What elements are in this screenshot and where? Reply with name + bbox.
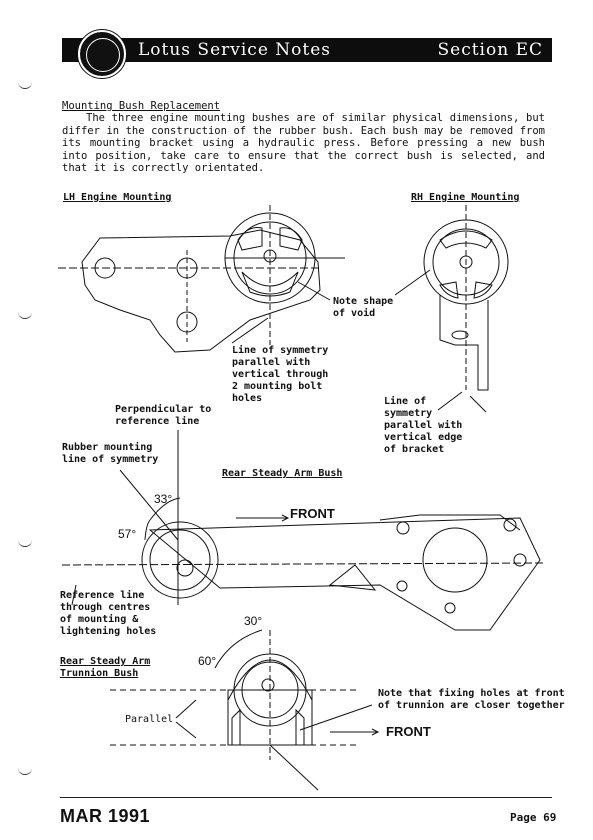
footer-rule	[60, 797, 552, 798]
binder-mark	[18, 82, 32, 89]
front-label-2: FRONT	[386, 724, 431, 739]
angle-60: 60°	[198, 654, 217, 668]
angle-30: 30°	[244, 614, 263, 628]
rh-engine-mounting-diagram	[394, 205, 509, 413]
intro-paragraph: The three engine mounting bushes are of …	[62, 112, 545, 175]
front-label: FRONT	[290, 506, 335, 521]
rear-arm-title: Rear Steady Arm Bush	[222, 468, 343, 479]
parallel-label: Parallel	[125, 714, 174, 725]
note-void-label: Note shape of void	[333, 296, 394, 319]
binder-mark	[18, 768, 32, 775]
trunnion-bush-diagram	[110, 629, 380, 791]
perpendicular-label: Perpendicular to reference line	[115, 404, 212, 427]
rear-steady-arm-diagram	[61, 430, 546, 631]
header-section: Section EC	[437, 40, 543, 60]
binder-mark	[18, 312, 32, 319]
footer-date: MAR 1991	[60, 806, 151, 826]
rh-mounting-title: RH Engine Mounting	[411, 192, 520, 203]
header-title: Lotus Service Notes	[138, 40, 332, 60]
rubber-line-label: Rubber mounting line of symmetry	[62, 442, 159, 465]
fixing-note-label: Note that fixing holes at front of trunn…	[378, 688, 565, 711]
lh-symmetry-label: Line of symmetry parallel with vertical …	[232, 345, 329, 404]
section-title: Mounting Bush Replacement	[62, 100, 221, 112]
lh-mounting-title: LH Engine Mounting	[63, 192, 172, 203]
header-bar	[62, 38, 552, 62]
trunnion-title-2: Trunnion Bush	[60, 668, 139, 679]
angle-57: 57°	[118, 527, 137, 541]
lh-engine-mounting-diagram	[58, 205, 345, 353]
reference-line-label: Reference line through centres of mounti…	[60, 590, 157, 637]
page-number: Page 69	[510, 811, 557, 824]
binder-mark	[18, 540, 32, 547]
rh-symmetry-label: Line of symmetry parallel with vertical …	[384, 396, 463, 455]
lotus-logo	[78, 30, 126, 78]
trunnion-title-1: Rear Steady Arm	[60, 656, 151, 667]
angle-33: 33°	[154, 492, 173, 506]
